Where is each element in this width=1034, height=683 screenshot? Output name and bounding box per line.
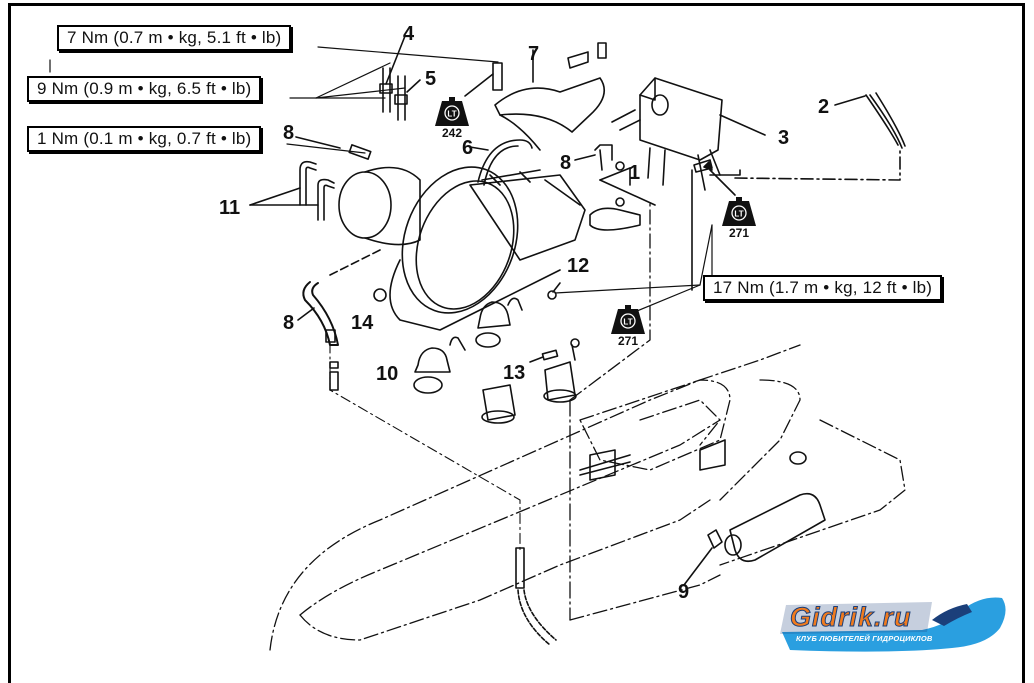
jetski-wave-icon — [780, 597, 1006, 652]
loctite-code: 242 — [441, 126, 463, 140]
callout-6: 6 — [462, 137, 474, 159]
svg-text:LT: LT — [447, 110, 456, 119]
engine-assembly — [329, 166, 586, 331]
callout-3: 3 — [778, 127, 790, 149]
callout-7: 7 — [528, 43, 540, 65]
callout-14: 14 — [351, 312, 374, 334]
loctite-bell-icon: LT — [721, 197, 757, 227]
callout-11: 11 — [219, 197, 241, 219]
junction-box-part-3 — [611, 77, 766, 191]
torque-spec-1nm: 1 Nm (0.1 m • kg, 0.7 ft • lb) — [27, 126, 262, 152]
loctite-bell-icon: LT — [434, 97, 470, 127]
loctite-code: 271 — [617, 334, 639, 348]
bolt-271 — [691, 159, 736, 291]
torque-spec-9nm: 9 Nm (0.9 m • kg, 6.5 ft • lb) — [27, 76, 262, 102]
loctite-badge-242: LT 242 — [432, 97, 472, 140]
callout-1: 1 — [629, 162, 641, 184]
diagram-frame — [8, 3, 1025, 683]
coupling — [579, 439, 726, 481]
hose-part-6 — [469, 139, 533, 186]
callout-9: 9 — [678, 581, 690, 603]
callout-8-upper: 8 — [283, 122, 295, 144]
heat-shield-part-7 — [464, 42, 607, 151]
clamp-bolts-part-1 — [589, 161, 656, 231]
callout-2: 2 — [818, 96, 830, 118]
hull-outline — [269, 199, 906, 651]
loctite-code: 271 — [728, 226, 750, 240]
parts-diagram — [49, 35, 906, 651]
hose-part-8 — [295, 136, 613, 551]
loctite-bell-icon: LT — [610, 305, 646, 335]
gidrik-watermark-logo: Gidrik.ru КЛУБ ЛЮБИТЕЛЕЙ ГИДРОЦИКЛОВ — [772, 590, 1012, 660]
torque-spec-17nm: 17 Nm (1.7 m • kg, 12 ft • lb) — [703, 275, 943, 301]
callout-10: 10 — [376, 363, 399, 385]
logo-brand-text: Gidrik.ru — [790, 602, 912, 633]
torque-spec-7nm: 7 Nm (0.7 m • kg, 5.1 ft • lb) — [57, 25, 292, 51]
loctite-badge-271-upper: LT 271 — [719, 197, 759, 240]
callout-5: 5 — [425, 68, 437, 90]
loctite-badge-271-lower: LT 271 — [608, 305, 648, 348]
bottom-pipe — [515, 547, 557, 646]
tube-part-11 — [249, 160, 335, 221]
engine-mounts — [329, 282, 580, 424]
logo-tagline: КЛУБ ЛЮБИТЕЛЕЙ ГИДРОЦИКЛОВ — [796, 634, 933, 643]
callout-13: 13 — [503, 362, 526, 384]
callout-8-lower: 8 — [283, 312, 295, 334]
callout-4: 4 — [403, 23, 415, 45]
muffler — [683, 451, 826, 586]
callout-8-right: 8 — [560, 152, 572, 174]
callout-12: 12 — [567, 255, 590, 277]
svg-text:LT: LT — [734, 210, 743, 219]
wire-part-2 — [734, 92, 906, 181]
hose-part-4-5 — [379, 35, 421, 121]
svg-text:LT: LT — [623, 318, 632, 327]
